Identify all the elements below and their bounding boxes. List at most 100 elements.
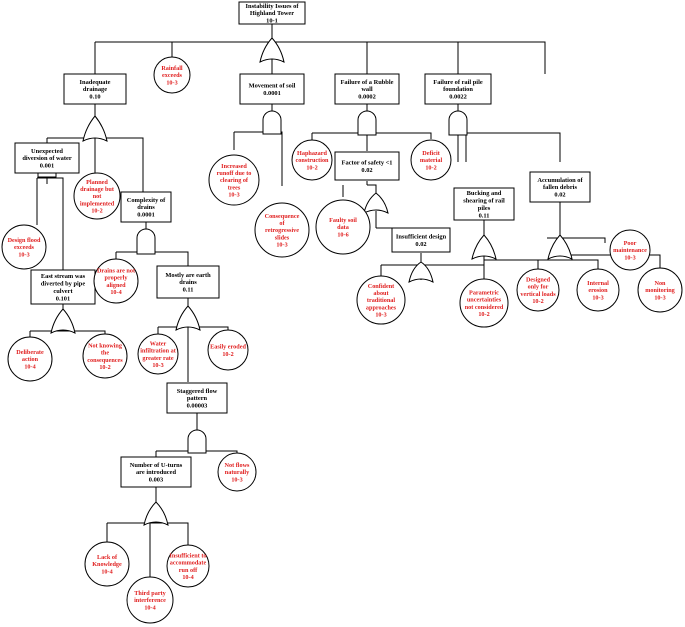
node-label-line: 10-3 <box>231 476 242 483</box>
basic-event-circle <box>254 202 310 258</box>
node-label-line: Designed <box>526 276 551 283</box>
node-label-line: material <box>420 157 443 164</box>
node-label-line: 10-2 <box>478 311 489 318</box>
node-label-line: Third party <box>134 590 166 597</box>
or-gate <box>143 501 169 526</box>
node-label-line: Accumulation of <box>537 177 583 184</box>
node-label-line: Unexpected <box>31 148 63 155</box>
basic-event-circle <box>1 224 47 270</box>
basic-event-circle <box>576 268 620 312</box>
node-label-line: 10-3 <box>624 254 635 261</box>
or-gate <box>82 115 108 142</box>
node-label-line: 10-6 <box>337 231 348 238</box>
node-label-line: not <box>93 193 103 200</box>
node-label-line: Number of U-turns <box>130 462 183 469</box>
and-gate <box>136 228 156 255</box>
node-label-line: 10-2 <box>532 298 543 305</box>
basic-event-circle <box>84 541 130 587</box>
node-label-line: 10-3 <box>18 251 29 258</box>
or-gate <box>175 305 201 331</box>
or-gate <box>50 308 76 334</box>
node-label-line: of <box>279 220 285 227</box>
node-label-line: Knowledge <box>92 561 122 568</box>
node-label-line: Poor <box>624 240 637 247</box>
node-label-line: Consequence <box>265 213 300 220</box>
node-label-line: 0.02 <box>554 192 565 199</box>
node-label-line: 10-3 <box>152 362 163 369</box>
node-label-line: 10-3 <box>166 79 177 86</box>
node-label-line: diversion of water <box>22 155 72 162</box>
node-label-line: Inadequate <box>80 79 111 86</box>
node-label-line: 10-2 <box>306 164 317 171</box>
event-box <box>120 456 192 488</box>
node-label-line: exceeds <box>162 72 183 79</box>
node-label-line: Internal <box>587 280 609 287</box>
node-label-line: Bucking and <box>467 190 502 197</box>
node-label-line: 10-3 <box>276 242 287 249</box>
node-label-line: consequences <box>87 357 123 364</box>
node-label-line: 0.02 <box>415 241 426 248</box>
basic-event-circle <box>93 258 139 304</box>
node-label-line: 0.00003 <box>187 403 208 410</box>
basic-event-circle <box>208 154 260 206</box>
basic-event-circle <box>153 56 191 94</box>
node-label-line: 0.001 <box>40 163 54 170</box>
event-box <box>120 191 172 223</box>
node-label-line: Drains are not <box>97 267 136 274</box>
basic-event-circle <box>137 333 179 375</box>
node-label-line: uncertainties <box>467 297 502 304</box>
node-label-line: Increased <box>221 163 247 170</box>
node-label-line: East stream was <box>41 273 86 280</box>
node-label-line: Deficit <box>422 150 440 157</box>
node-label-line: Confident <box>368 283 395 290</box>
node-label-line: Movement of soil <box>249 83 296 90</box>
and-gate <box>187 429 207 454</box>
node-label-line: Rainfall <box>161 65 183 72</box>
event-box <box>424 73 492 105</box>
node-label-line: Mostly are earth <box>165 272 211 279</box>
event-box <box>453 187 515 221</box>
node-label-line: Instability Issues of <box>246 3 300 10</box>
node-label-line: accommodate <box>170 560 207 567</box>
node-label-line: 0.11 <box>479 212 490 219</box>
event-box <box>63 73 127 105</box>
basic-event-circle <box>516 268 560 312</box>
basic-event-circle <box>315 199 371 255</box>
node-label-line: 10-4 <box>24 363 35 370</box>
node-label-line: Insufficient to <box>170 552 207 559</box>
node-label-line: Planned <box>86 179 108 186</box>
and-gate <box>448 110 468 136</box>
node-label-line: 0.0002 <box>358 94 376 101</box>
event-box <box>391 227 451 253</box>
node-label-line: 0.10 <box>89 94 100 101</box>
basic-event-circle <box>126 576 174 624</box>
basic-event-circle <box>82 333 128 379</box>
node-label-line: runoff due to <box>217 170 252 177</box>
basic-event-circle <box>410 139 452 181</box>
node-label-line: Factor of safety <1 <box>342 160 393 167</box>
node-label-line: Non <box>654 280 666 287</box>
event-box <box>14 142 80 174</box>
node-label-line: are introduced <box>136 469 177 476</box>
node-label-line: action <box>22 356 39 363</box>
node-label-line: aligned <box>106 282 126 289</box>
node-label-line: fallen debris <box>543 184 577 191</box>
